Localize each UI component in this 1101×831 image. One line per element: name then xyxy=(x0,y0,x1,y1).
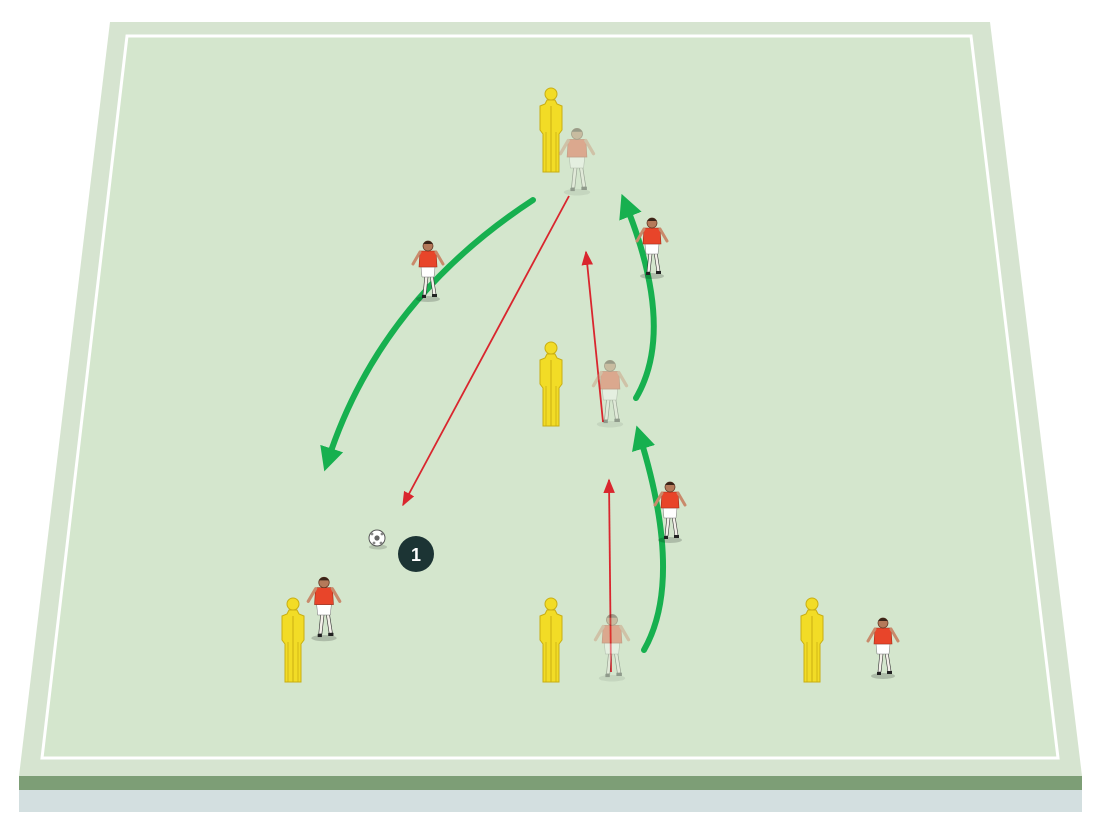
football-icon xyxy=(368,529,387,550)
step-badge: 1 xyxy=(398,536,434,572)
run-arrow xyxy=(619,193,657,401)
run-arrow xyxy=(632,425,667,653)
run-arrow xyxy=(320,197,536,472)
pass-arrow xyxy=(581,250,604,423)
pitch-base-light xyxy=(19,790,1082,812)
run-arrows xyxy=(320,193,667,653)
pass-arrow xyxy=(402,195,570,507)
step-badge-label: 1 xyxy=(411,545,421,565)
pitch-base-dark xyxy=(19,776,1082,790)
